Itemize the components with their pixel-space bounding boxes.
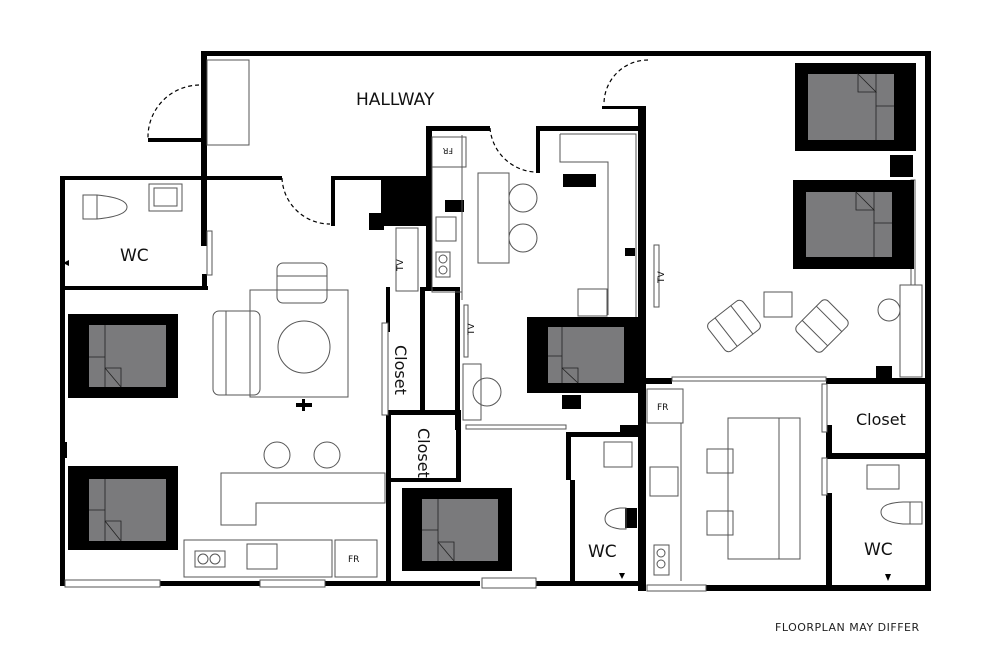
door-markers xyxy=(63,260,891,581)
label-closet-left-2: Closet xyxy=(414,428,433,478)
bed-center-upper xyxy=(527,317,639,393)
beds xyxy=(68,63,916,571)
furniture xyxy=(82,59,923,581)
windows xyxy=(64,230,828,592)
label-wc-center: WC xyxy=(588,542,617,562)
bed-right-top xyxy=(795,63,916,151)
bed-left-bottom xyxy=(68,466,178,550)
label-tv-3: TV xyxy=(657,271,667,284)
disclaimer-note: FLOORPLAN MAY DIFFER xyxy=(775,621,920,634)
label-tv-2: TV xyxy=(467,323,477,336)
label-wc-top-left: WC xyxy=(120,246,149,266)
bed-center-lower xyxy=(402,488,512,571)
label-hallway: HALLWAY xyxy=(356,90,435,110)
label-closet-left-1: Closet xyxy=(391,345,410,395)
label-closet-right: Closet xyxy=(856,410,906,429)
label-wc-right: WC xyxy=(864,540,893,560)
label-fridge-bottom-left: FR xyxy=(348,555,359,565)
bed-right-bottom xyxy=(793,180,914,269)
door-swings xyxy=(147,59,649,225)
label-tv-1: TV xyxy=(396,259,406,272)
label-fridge-top: FR xyxy=(442,146,453,155)
walls xyxy=(60,51,931,591)
label-fridge-right: FR xyxy=(657,403,668,413)
bed-left-top xyxy=(68,314,178,398)
